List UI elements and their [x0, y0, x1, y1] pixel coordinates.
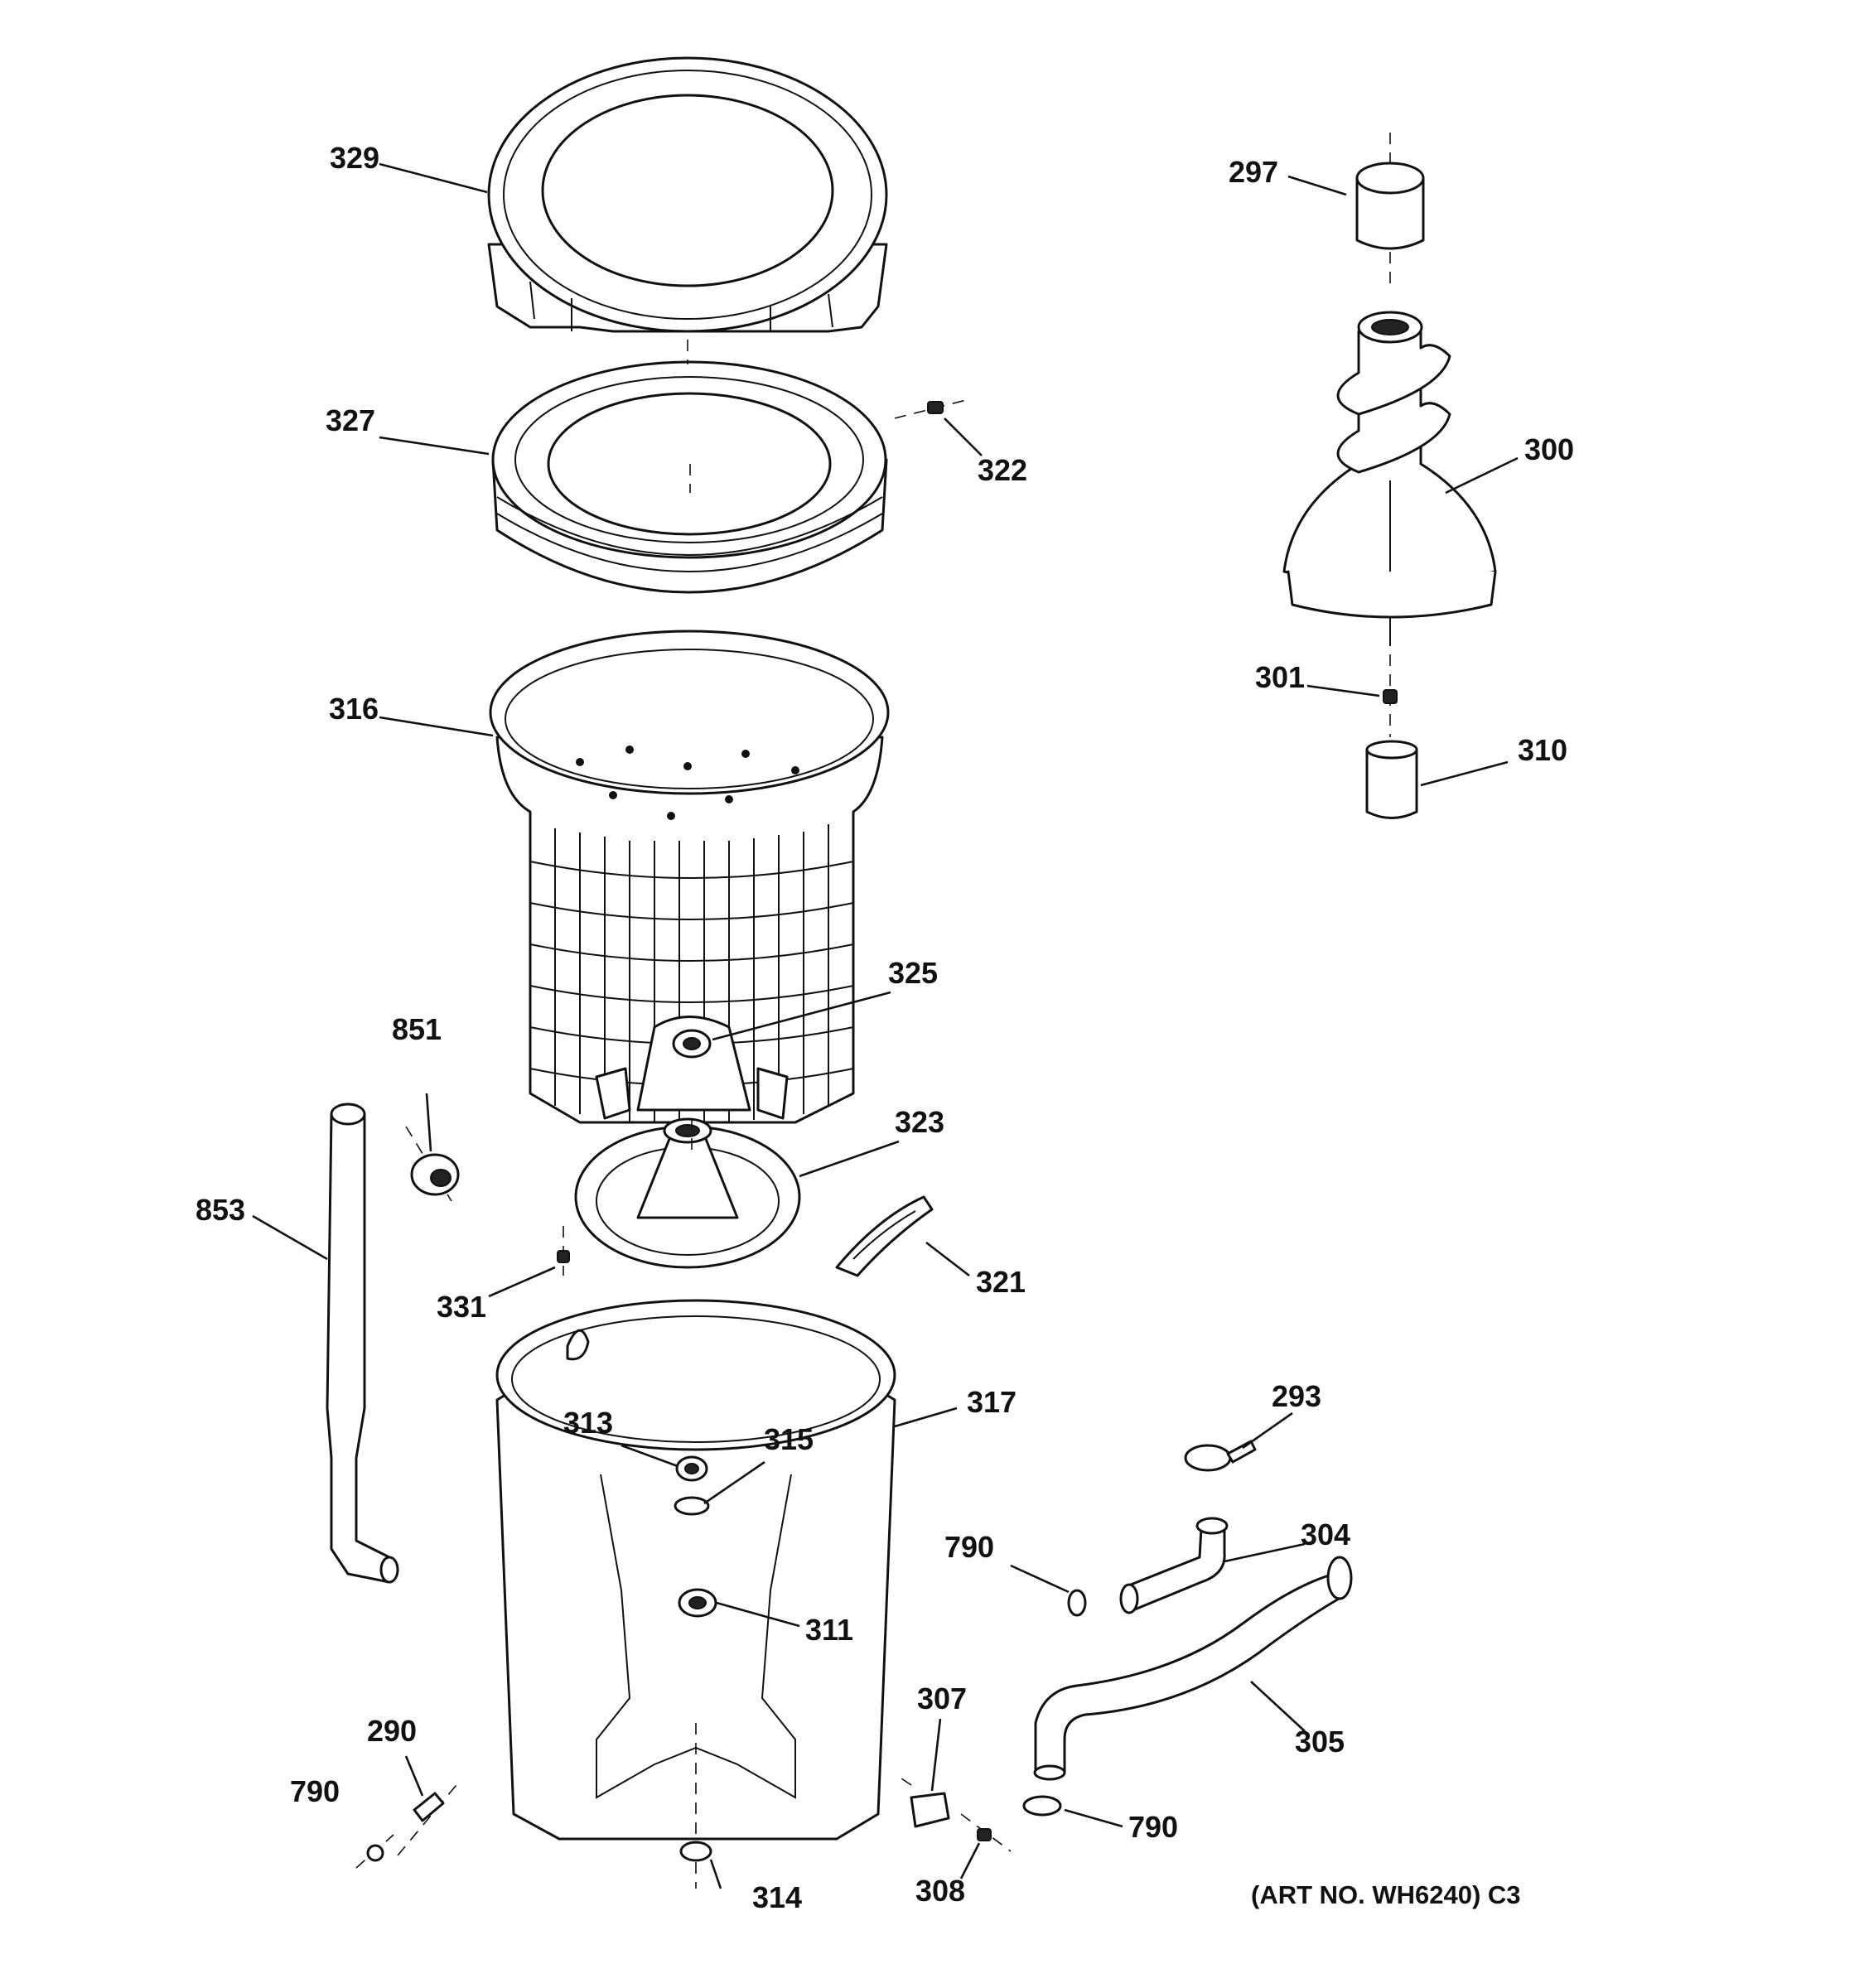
part-314-washer [679, 1723, 712, 1889]
callout-297: 297 [1229, 155, 1278, 189]
part-297-cap [1355, 133, 1425, 290]
callout-311: 311 [805, 1613, 853, 1647]
callout-316: 316 [329, 692, 379, 726]
part-290-pin [397, 1780, 461, 1856]
part-307-bracket [910, 1792, 950, 1828]
callout-327: 327 [326, 403, 375, 437]
callout-325: 325 [888, 956, 938, 990]
part-853-siphon-tube [326, 1103, 399, 1584]
callout-300: 300 [1524, 432, 1574, 466]
callout-331: 331 [437, 1290, 486, 1324]
callout-322: 322 [978, 453, 1027, 487]
part-790a-clamp [355, 1834, 394, 1869]
callout-314: 314 [752, 1880, 802, 1914]
callout-853: 853 [196, 1193, 245, 1227]
part-790b-clamp [1067, 1589, 1087, 1617]
part-308-screw [960, 1813, 1012, 1852]
part-329-tub-cover [487, 56, 888, 333]
part-325-hub-nut [672, 1029, 712, 1059]
centerlines [687, 340, 912, 1786]
part-310-coupling [1365, 740, 1418, 819]
part-331-screw [557, 1226, 570, 1276]
part-293-hose-clamp [1184, 1440, 1257, 1472]
part-851-fitting [405, 1126, 460, 1202]
part-305-drain-hose [1033, 1556, 1353, 1781]
part-315-washer [674, 1496, 710, 1516]
callout-851: 851 [392, 1012, 442, 1046]
part-321-filter [835, 1195, 934, 1277]
part-301-bolt [1383, 654, 1398, 737]
part-316-wash-basket [489, 630, 890, 1124]
part-317-outer-tub [495, 1299, 896, 1841]
callout-313: 313 [563, 1406, 613, 1440]
part-322-screw [894, 398, 970, 419]
callout-321: 321 [976, 1265, 1026, 1299]
part-313-nut [675, 1455, 708, 1482]
art-number: (ART NO. WH6240) C3 [1251, 1880, 1521, 1909]
callout-293: 293 [1272, 1379, 1321, 1413]
callout-labels: 329 327 322 316 325 851 853 323 321 331 … [196, 141, 1574, 1914]
callout-301: 301 [1255, 660, 1305, 694]
callout-310: 310 [1518, 733, 1567, 767]
part-790c-clamp [1022, 1795, 1062, 1817]
callout-790a: 790 [290, 1774, 340, 1808]
part-300-agitator [1282, 311, 1497, 646]
callout-308: 308 [915, 1874, 965, 1908]
callout-317: 317 [967, 1385, 1017, 1419]
callout-290: 290 [367, 1714, 417, 1748]
callout-790c: 790 [1128, 1810, 1178, 1844]
callout-790b: 790 [944, 1530, 994, 1564]
part-323-hub-plate [574, 1117, 801, 1269]
callout-323: 323 [895, 1105, 944, 1139]
callout-305: 305 [1295, 1725, 1345, 1759]
callout-304: 304 [1301, 1518, 1350, 1551]
callout-329: 329 [330, 141, 379, 175]
part-327-tub-ring [491, 360, 888, 594]
part-311-nut [678, 1588, 717, 1618]
callout-315: 315 [764, 1422, 814, 1456]
callout-307: 307 [917, 1682, 967, 1715]
leader-lines [252, 162, 1519, 1889]
part-304-drain-hose [1119, 1517, 1229, 1614]
